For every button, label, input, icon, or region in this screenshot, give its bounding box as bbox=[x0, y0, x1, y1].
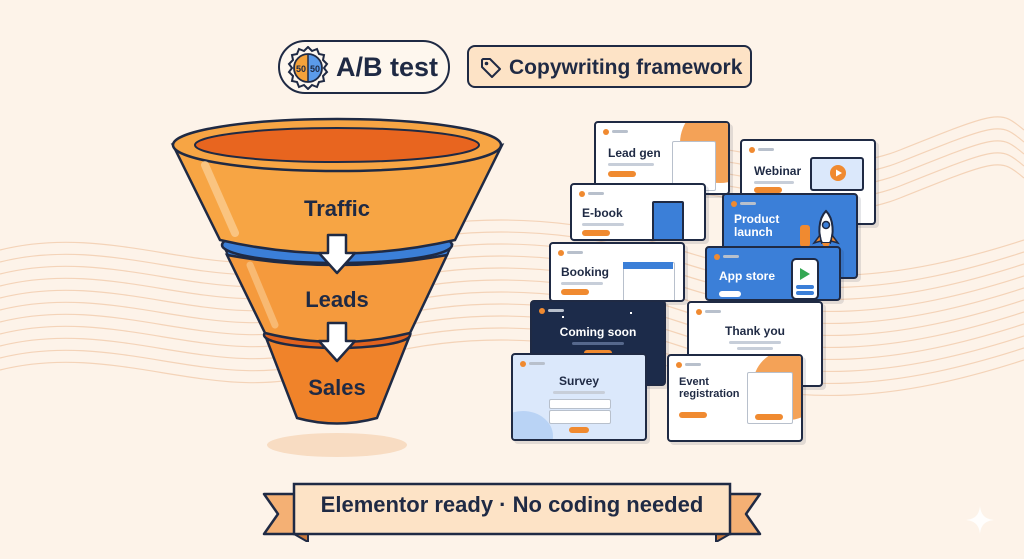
template-title-thank-you: Thank you bbox=[724, 324, 785, 338]
down-arrow-icon bbox=[317, 233, 357, 275]
stage-sales: Sales bbox=[308, 375, 366, 400]
copywriting-framework-badge: Copywriting framework bbox=[467, 45, 752, 88]
ab-right-value: 50 bbox=[310, 64, 320, 74]
template-title-webinar: Webinar bbox=[754, 164, 802, 178]
template-title-product-launch: Product launch bbox=[734, 212, 780, 240]
banner-ribbon bbox=[262, 482, 762, 542]
template-title-booking: Booking bbox=[561, 265, 609, 279]
template-card-event-registration: Event registration bbox=[667, 354, 803, 442]
down-arrow-icon bbox=[317, 321, 357, 363]
template-title-event-registration: Event registration bbox=[679, 376, 740, 401]
tag-icon bbox=[481, 58, 501, 78]
play-icon bbox=[830, 165, 846, 181]
template-card-lead-gen: Lead gen bbox=[594, 121, 730, 195]
template-card-app-store: App store bbox=[705, 246, 841, 301]
template-title-app-store: App store bbox=[719, 269, 776, 283]
ab-seal-icon: 50 50 bbox=[287, 46, 329, 90]
rocket-icon bbox=[812, 209, 840, 251]
stage-leads: Leads bbox=[305, 287, 369, 312]
template-title-coming-soon: Coming soon bbox=[559, 325, 637, 339]
template-card-booking: Booking bbox=[549, 242, 685, 302]
ab-test-badge: 50 50 A/B test bbox=[278, 40, 450, 94]
sparkle-icon bbox=[966, 506, 994, 534]
stage-traffic: Traffic bbox=[304, 196, 370, 221]
sales-funnel: Traffic Leads Sales bbox=[170, 117, 505, 457]
phone-icon bbox=[791, 258, 819, 299]
copywriting-framework-label: Copywriting framework bbox=[509, 56, 743, 79]
template-title-lead-gen: Lead gen bbox=[608, 146, 661, 160]
template-card-survey: Survey bbox=[511, 353, 647, 441]
ab-test-label: A/B test bbox=[336, 52, 439, 82]
banner-text: Elementor ready · No coding needed bbox=[320, 492, 704, 517]
template-card-ebook: E-book bbox=[570, 183, 706, 241]
template-title-ebook: E-book bbox=[582, 206, 623, 220]
ab-left-value: 50 bbox=[296, 64, 306, 74]
book-icon bbox=[652, 201, 684, 239]
template-title-survey: Survey bbox=[558, 374, 600, 388]
